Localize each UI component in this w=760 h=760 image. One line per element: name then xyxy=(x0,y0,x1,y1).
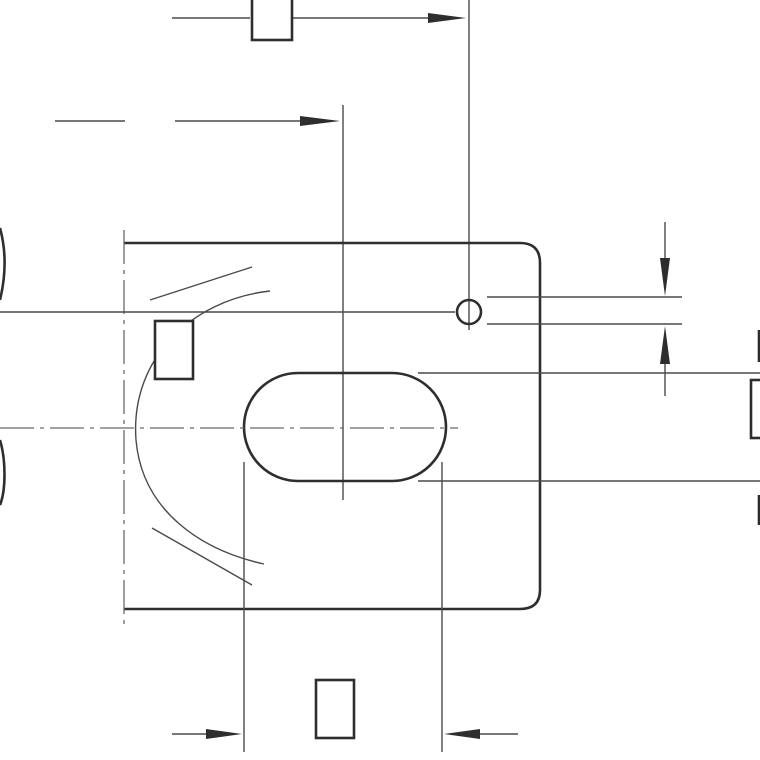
arrow-right-icon xyxy=(300,116,340,126)
left-edge-arrows xyxy=(0,227,6,506)
slot-height-extension xyxy=(418,372,760,482)
top-dimension-box xyxy=(250,0,294,42)
arrow-right-icon xyxy=(428,13,466,23)
right-slot-dimension-box xyxy=(749,378,760,440)
plate-outline xyxy=(124,241,542,611)
slot-width-dimension xyxy=(172,462,518,752)
break-line xyxy=(134,266,271,586)
bottom-dimension-box xyxy=(314,678,356,740)
top-dimension-line xyxy=(172,0,466,42)
arrow-down-icon xyxy=(660,258,670,296)
arrow-left-icon xyxy=(444,729,480,739)
left-hole-dimension-box xyxy=(153,319,195,381)
slot-outline xyxy=(242,371,448,483)
small-hole xyxy=(0,296,682,326)
hole-diameter-dimension xyxy=(660,222,670,396)
arrow-up-icon xyxy=(660,326,670,364)
phantom-reference-line xyxy=(55,116,340,126)
arrow-right-icon xyxy=(206,729,242,739)
